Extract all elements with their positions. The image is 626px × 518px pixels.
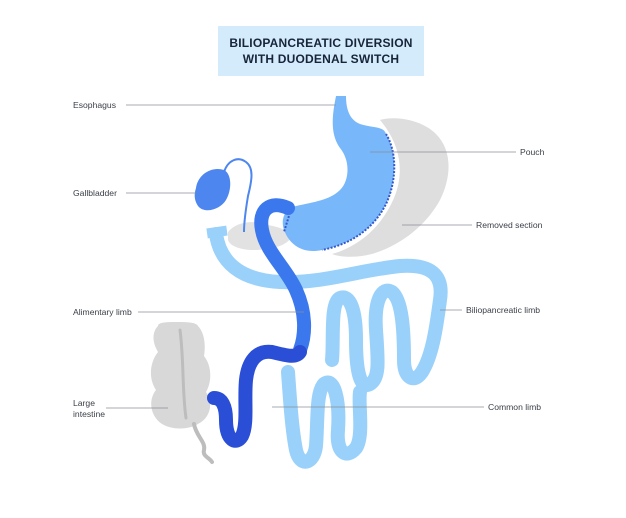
biliopancreatic-limb-shape	[209, 227, 448, 469]
title-line-1: BILIOPANCREATIC DIVERSION	[229, 36, 413, 50]
label-common-limb: Common limb	[488, 402, 542, 412]
gallbladder-shape	[194, 158, 253, 233]
label-removed-section: Removed section	[476, 220, 543, 230]
alimentary-limb-shape	[254, 198, 312, 357]
stomach-staple-line	[321, 133, 396, 251]
large-intestine-shape	[150, 322, 214, 464]
label-large-intestine-2: intestine	[73, 409, 106, 419]
title-box: BILIOPANCREATIC DIVERSION WITH DUODENAL …	[218, 26, 424, 76]
label-large-intestine-1: Large	[73, 398, 95, 408]
label-biliopancreatic-limb: Biliopancreatic limb	[466, 305, 541, 315]
stomach-pouch-shape	[282, 96, 395, 252]
title-line-2: WITH DUODENAL SWITCH	[242, 52, 400, 66]
label-pouch: Pouch	[520, 147, 545, 157]
removed-section-shape	[332, 118, 449, 257]
label-gallbladder: Gallbladder	[73, 188, 117, 198]
label-alimentary-limb: Alimentary limb	[73, 307, 132, 317]
label-esophagus: Esophagus	[73, 100, 117, 110]
leader-lines	[106, 104, 516, 409]
common-limb-dark-shape	[207, 344, 307, 448]
biliopancreatic-limb-end	[206, 225, 228, 239]
